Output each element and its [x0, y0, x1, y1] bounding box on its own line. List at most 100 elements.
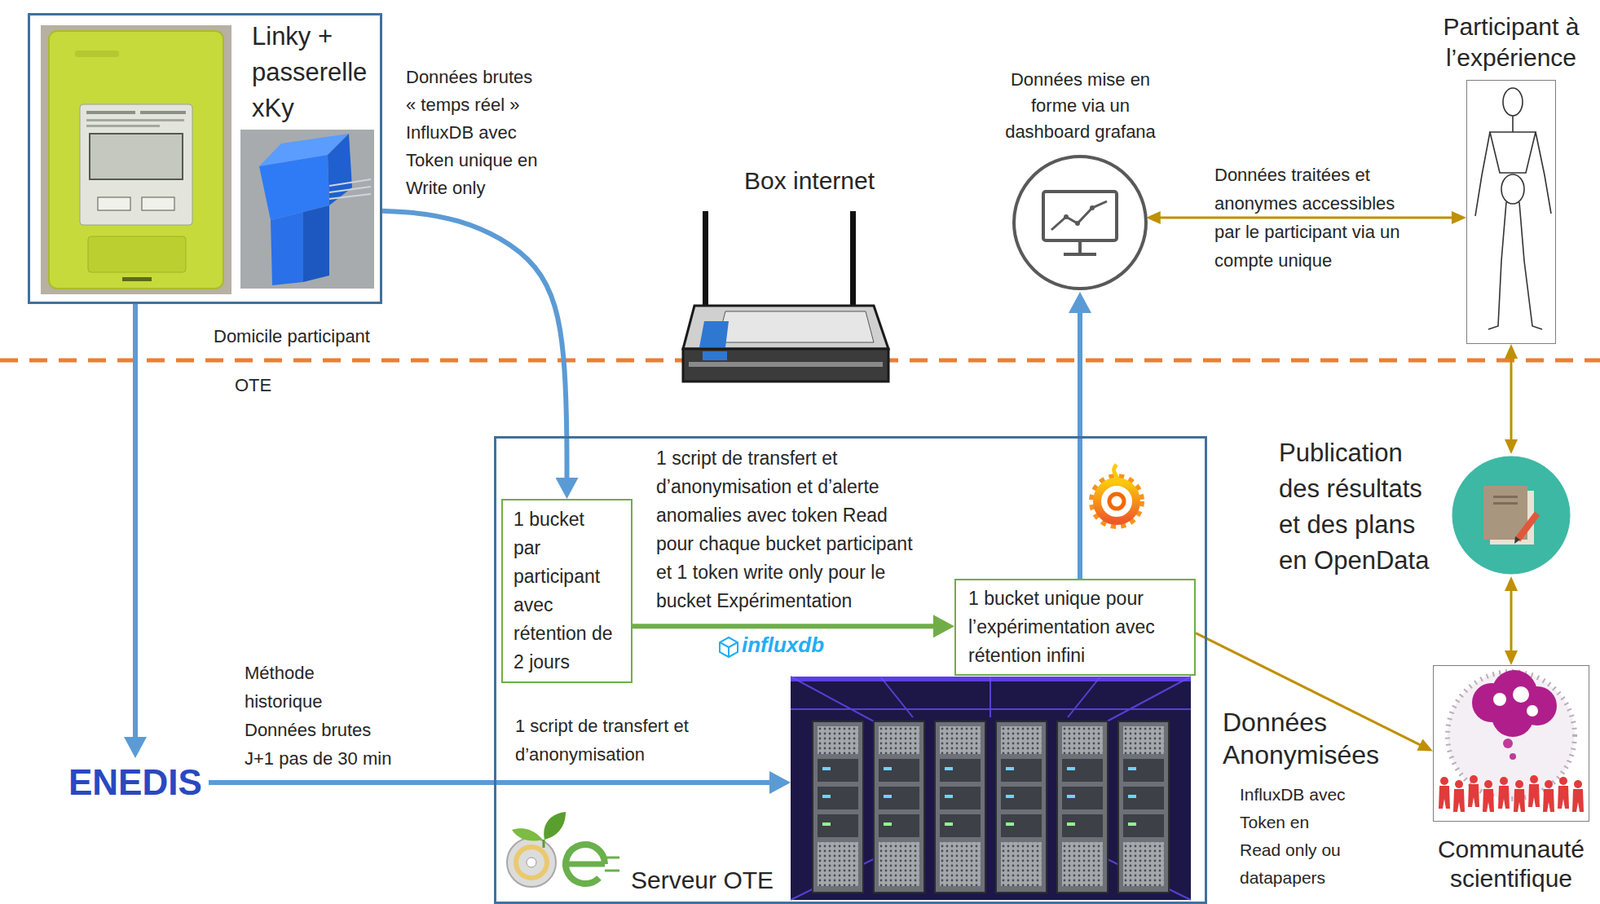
label-holder: Données brutes « temps réel » InfluxDB a… [405, 63, 543, 203]
ote-logo [543, 811, 566, 840]
connector-arrow [1510, 351, 1513, 447]
connector-label: Données traitées et anonymes accessibles… [1214, 164, 1400, 271]
participant-sketch [1535, 132, 1552, 214]
meter-photo [86, 119, 185, 122]
router-icon [699, 321, 729, 348]
label-holder: 1 script de transfert et d’anonymisation [515, 711, 711, 769]
ote-logo [604, 869, 620, 873]
gateway-photo [329, 186, 371, 193]
influxdb-icon [719, 637, 738, 657]
grafana-logo [1092, 464, 1142, 526]
node-text: Participant à l’expérience [1433, 11, 1589, 74]
gateway-photo [270, 211, 304, 286]
connector-arrow [132, 304, 138, 748]
publication-icon [1517, 513, 1538, 540]
ote-logo [515, 846, 547, 878]
participant-sketch [1501, 174, 1525, 204]
meter-photo [89, 133, 183, 180]
gateway-photo [329, 179, 371, 199]
note-label: Domicile participant [213, 326, 371, 348]
publication-icon [1493, 502, 1518, 505]
note-label: OTE [234, 374, 272, 397]
text-holder: Données mise en forme via un dashboard g… [996, 66, 1164, 146]
participant-sketch [1519, 202, 1543, 330]
publication-node: Publication des résultats et des plans e… [1275, 430, 1574, 579]
server-rack-image [996, 721, 1047, 893]
node-text: 1 bucket par participant avec rétention … [513, 505, 613, 677]
monitor-icon [1051, 201, 1107, 230]
server-rack-image [790, 676, 1191, 900]
ote-logo [526, 857, 537, 868]
server-rack-image [1057, 721, 1108, 893]
participant-sketch [1475, 132, 1490, 216]
community-illustration [1557, 776, 1570, 809]
text-holder: Participant à l’expérience [1433, 11, 1589, 74]
meter-photo [40, 25, 232, 295]
grafana-logo [1114, 464, 1119, 483]
connector-arrow [382, 211, 568, 489]
node-text: Communauté scientifique [1429, 834, 1593, 894]
label-holder: Domicile participant [213, 326, 371, 348]
meter-photo [140, 110, 186, 115]
label-holder: Données traitées et anonymes accessibles… [1214, 160, 1419, 275]
node-text: Serveur OTE [630, 865, 811, 895]
community-illustration [1493, 686, 1539, 717]
node-text: ENEDIS [68, 761, 203, 804]
community-illustration [1542, 780, 1555, 812]
router-icon [688, 361, 883, 367]
community-illustration [1572, 780, 1584, 812]
community-illustration [1438, 669, 1584, 812]
router-node: Box internet [678, 161, 892, 387]
influxdb-icon [719, 642, 738, 648]
note-label: 1 script de transfert et d’anonymisation [515, 711, 711, 769]
logo-node: ENEDIS [61, 758, 209, 807]
label-holder: influxdb [741, 632, 825, 657]
node-text: Linky + passerelle xKy [251, 18, 399, 127]
publication-icon [1493, 495, 1518, 499]
meter-photo [141, 197, 175, 211]
publication-icon [1452, 456, 1570, 574]
gateway-photo [329, 179, 371, 186]
gateway-photo [240, 129, 375, 289]
circle-outline [1013, 156, 1147, 289]
meter-photo [86, 110, 136, 115]
note-label: influxdb [741, 632, 825, 657]
label-holder: OTE [234, 374, 272, 397]
picture-frame [1432, 665, 1590, 822]
grafana-logo [1092, 476, 1142, 526]
device-box: Linky + passerelle xKy [27, 13, 383, 305]
meter-photo [74, 50, 120, 58]
community-illustration [1472, 669, 1557, 737]
text-holder: Communauté scientifique [1429, 834, 1593, 894]
ote-logo [604, 856, 620, 860]
influxdb-icon [719, 637, 738, 657]
text-holder: Serveur OTE [630, 865, 811, 895]
node-text: Données mise en forme via un dashboard g… [996, 66, 1164, 146]
gateway-photo [329, 193, 371, 199]
ote-logo [568, 861, 605, 868]
meter-photo [86, 124, 160, 128]
circle-outline [1452, 456, 1570, 574]
community-illustration [1438, 776, 1451, 809]
gateway-photo [303, 205, 330, 283]
monitor-icon [1063, 205, 1095, 226]
meter-photo [88, 236, 186, 273]
bucket-box: 1 bucket unique pour l’expérimentation a… [954, 578, 1196, 676]
label-holder: Méthode historique Données brutes J+1 pa… [244, 658, 394, 773]
meter-photo [97, 197, 131, 211]
bucket-box: 1 bucket par participant avec rétention … [501, 498, 633, 684]
connector-arrow [1510, 583, 1513, 658]
participant-node: Participant à l’expérience [1433, 11, 1589, 344]
text-holder: Linky + passerelle xKy [251, 18, 399, 127]
ote-logo [565, 844, 605, 884]
router-icon [683, 211, 889, 382]
label-holder: InfluxDB avec Token en Read only ou data… [1239, 780, 1351, 892]
participant-sketch [1488, 202, 1507, 330]
monitor-icon [1043, 191, 1117, 241]
community-illustration [1509, 753, 1517, 760]
connector-label: Données brutes « temps réel » InfluxDB a… [405, 63, 543, 203]
community-illustration [1453, 780, 1465, 812]
dashboard-circle: Données mise en forme via un dashboard g… [982, 66, 1178, 292]
participant-sketch [1489, 132, 1536, 173]
monitor-icon [1075, 220, 1080, 226]
